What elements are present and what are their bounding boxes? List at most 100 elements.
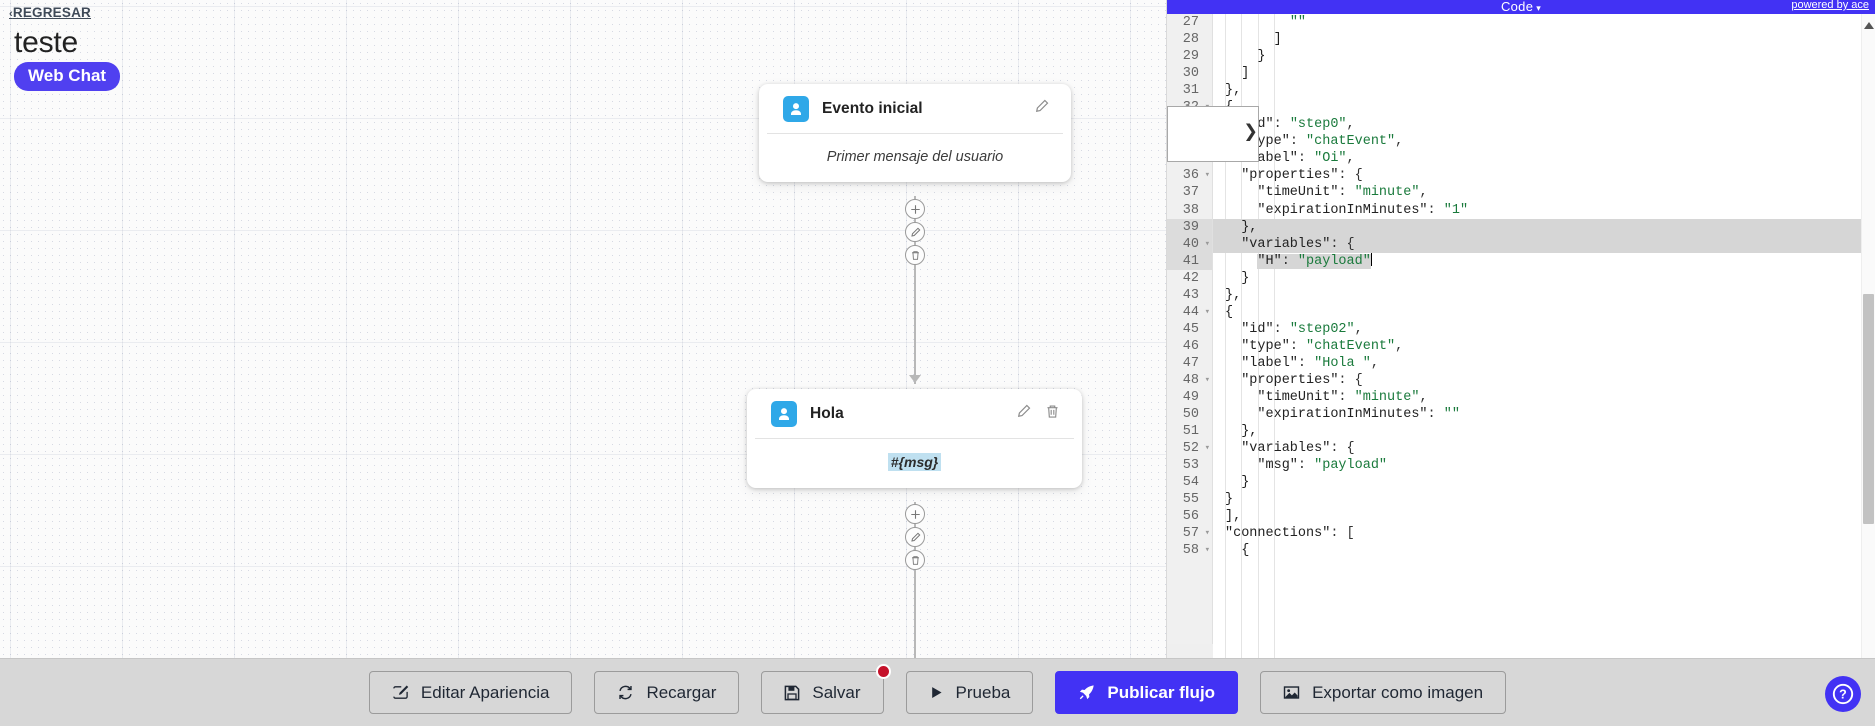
gutter-line-number[interactable]: 36▾ [1182,168,1210,184]
code-line[interactable]: "variables": { [1213,440,1861,457]
fold-toggle-icon[interactable]: ▾ [1204,170,1210,181]
fold-toggle-icon[interactable]: ▾ [1204,528,1210,539]
edit-step-button[interactable] [905,222,925,242]
code-line[interactable]: ] [1213,31,1861,48]
code-line[interactable]: "variables": { [1213,235,1861,253]
code-line[interactable]: } [1213,474,1861,491]
ace-editor[interactable]: 272829303132▾33343536▾37383940▾41424344▾… [1167,14,1875,658]
gutter-line-number[interactable]: 52▾ [1182,441,1210,457]
code-line[interactable]: { [1213,99,1861,116]
flow-node-hola[interactable]: Hola #{msg} [747,389,1082,488]
code-line[interactable]: "expirationInMinutes": "" [1213,406,1861,423]
fold-toggle-icon[interactable]: ▾ [1204,443,1210,454]
code-line[interactable]: }, [1213,423,1861,440]
edit-node-icon[interactable] [1034,99,1049,119]
test-button[interactable]: Prueba [905,671,1034,714]
gutter-line-number[interactable]: 44▾ [1182,304,1210,320]
reload-button[interactable]: Recargar [594,671,740,714]
add-step-button[interactable] [905,504,925,524]
gutter-line-number[interactable]: 58▾ [1182,543,1210,559]
delete-step-button[interactable] [905,550,925,570]
code-line[interactable]: "msg": "payload" [1213,457,1861,474]
code-line[interactable]: "properties": { [1213,167,1861,184]
code-line[interactable]: "properties": { [1213,372,1861,389]
gutter-line-number[interactable]: 27 [1182,15,1199,30]
code-line[interactable]: } [1213,491,1861,508]
code-line[interactable]: { [1213,304,1861,321]
fold-toggle-icon[interactable]: ▾ [1204,238,1210,249]
code-line[interactable]: "id": "step0", [1213,116,1861,133]
gutter-line-number[interactable]: 54 [1182,475,1199,491]
gutter-line-number[interactable]: 50 [1182,407,1199,423]
code-line[interactable]: { [1213,542,1861,559]
gutter-line-number[interactable]: 41 [1167,252,1212,270]
gutter-line-number[interactable]: 42 [1182,270,1199,286]
gutter-line-number[interactable]: 39 [1167,218,1212,236]
gutter-line-number[interactable]: 43 [1182,287,1199,303]
fold-toggle-icon[interactable]: ▾ [1204,374,1210,385]
gutter-line-number[interactable]: 30 [1182,66,1199,82]
code-line[interactable]: }, [1213,82,1861,99]
help-button[interactable]: ? [1825,676,1861,712]
editor-code-area[interactable]: "" ] } ]},{ "id": "step0", "type": "chat… [1213,14,1861,658]
code-line[interactable]: "type": "chatEvent", [1213,133,1861,150]
code-line[interactable]: "id": "step02", [1213,321,1861,338]
delete-node-icon[interactable] [1045,404,1060,424]
gutter-line-number[interactable]: 38 [1182,202,1199,218]
code-line[interactable]: }, [1213,287,1861,304]
gutter-line-number[interactable]: 51 [1182,424,1199,440]
gutter-line-number[interactable]: 53 [1182,458,1199,474]
code-token: : [1273,117,1290,133]
gutter-line-number[interactable]: 47 [1182,355,1199,371]
back-link[interactable]: ‹REGRESAR [9,5,91,20]
code-line[interactable]: "type": "chatEvent", [1213,338,1861,355]
editor-vertical-scrollbar[interactable] [1861,14,1875,658]
powered-by-ace-link[interactable]: powered by ace [1791,0,1869,11]
publish-flow-button[interactable]: Publicar flujo [1055,671,1239,714]
edit-node-icon[interactable] [1016,404,1031,424]
fold-toggle-icon[interactable]: ▾ [1204,306,1210,317]
code-line[interactable]: "label": "Hola ", [1213,355,1861,372]
gutter-line-number[interactable]: 37 [1182,185,1199,201]
add-step-button[interactable] [905,199,925,219]
code-line[interactable]: "H": "payload" [1213,252,1861,270]
gutter-line-number[interactable]: 29 [1182,49,1199,65]
code-line[interactable]: } [1213,270,1861,287]
edit-appearance-button[interactable]: Editar Apariencia [368,671,573,714]
node-header: Evento inicial [767,84,1063,134]
gutter-line-number[interactable]: 57▾ [1182,526,1210,542]
gutter-line-number[interactable]: 28 [1182,32,1199,48]
code-fold-widget[interactable]: ❯ [1167,106,1259,162]
save-button[interactable]: Salvar [761,671,884,714]
code-line[interactable]: } [1213,48,1861,65]
code-line[interactable]: }, [1213,218,1861,236]
code-line[interactable]: "timeUnit": "minute", [1213,184,1861,201]
gutter-line-number[interactable]: 46 [1182,338,1199,354]
gutter-line-number[interactable]: 56 [1182,509,1199,525]
code-tokens: } [1257,49,1265,64]
flow-canvas[interactable]: ‹REGRESAR teste Web Chat Evento inicial [0,0,1166,658]
code-line[interactable]: ], [1213,508,1861,525]
edit-step-button[interactable] [905,527,925,547]
gutter-line-number[interactable]: 40▾ [1167,235,1212,253]
scroll-up-arrow-icon[interactable] [1864,22,1874,29]
code-line[interactable]: "connections": [ [1213,525,1861,542]
gutter-line-number[interactable]: 31 [1182,83,1199,99]
node-title: Hola [810,405,844,422]
fold-toggle-icon[interactable]: ▾ [1204,545,1210,556]
code-line[interactable]: "" [1213,14,1861,31]
code-line[interactable]: "label": "Oi", [1213,150,1861,167]
flow-node-initial-event[interactable]: Evento inicial Primer mensaje del usuari… [759,84,1071,182]
gutter-line-number[interactable]: 49 [1182,390,1199,406]
export-as-image-button[interactable]: Exportar como imagen [1260,671,1507,714]
code-line[interactable]: "expirationInMinutes": "1" [1213,202,1861,219]
scrollbar-thumb[interactable] [1863,294,1874,524]
code-line[interactable]: ] [1213,65,1861,82]
code-line[interactable]: "timeUnit": "minute", [1213,389,1861,406]
gutter-line-number[interactable]: 45 [1182,321,1199,337]
code-token: , [1419,390,1428,406]
gutter-line-number[interactable]: 55 [1182,492,1199,508]
code-panel-title[interactable]: Code▾ [1501,0,1541,14]
delete-step-button[interactable] [905,245,925,265]
gutter-line-number[interactable]: 48▾ [1182,372,1210,388]
